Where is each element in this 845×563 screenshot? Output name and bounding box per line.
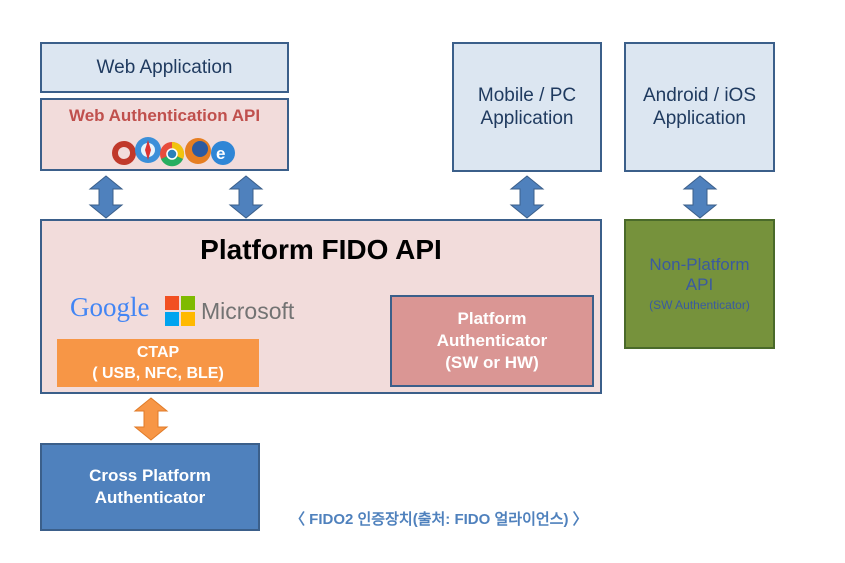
google-logo-text: Google bbox=[70, 292, 150, 322]
up-down-arrow-icon bbox=[682, 175, 718, 219]
up-down-arrow-icon bbox=[133, 397, 169, 441]
ctap-line2: ( USB, NFC, BLE) bbox=[92, 365, 224, 382]
web-application-label: Web Application bbox=[96, 57, 233, 78]
google-logo: Google bbox=[70, 292, 149, 323]
non-platform-line1: Non-Platform bbox=[649, 255, 750, 274]
ctap-line1: CTAP bbox=[136, 344, 180, 361]
mobile-pc-application-box: Mobile / PC Application bbox=[452, 42, 602, 172]
non-platform-line3: (SW Authenticator) bbox=[649, 298, 750, 312]
cross-platform-line1: Cross Platform bbox=[89, 466, 211, 485]
ctap-box: CTAP ( USB, NFC, BLE) bbox=[57, 339, 259, 387]
up-down-arrow-icon bbox=[509, 175, 545, 219]
android-ios-line1: Android / iOS bbox=[643, 85, 756, 106]
svg-text:e: e bbox=[216, 144, 225, 163]
platform-authenticator-line1: Platform bbox=[457, 309, 527, 328]
platform-authenticator-box: Platform Authenticator (SW or HW) bbox=[390, 295, 594, 387]
android-ios-line2: Application bbox=[653, 108, 746, 129]
platform-fido-api-title: Platform FIDO API bbox=[200, 234, 442, 265]
microsoft-logo: Microsoft bbox=[165, 296, 294, 326]
microsoft-logo-text: Microsoft bbox=[201, 297, 295, 324]
non-platform-api-box: Non-Platform API (SW Authenticator) bbox=[624, 219, 775, 349]
platform-authenticator-line3: (SW or HW) bbox=[445, 353, 539, 372]
non-platform-line2: API bbox=[685, 275, 714, 294]
android-ios-application-box: Android / iOS Application bbox=[624, 42, 775, 172]
web-application-box: Web Application bbox=[40, 42, 289, 93]
microsoft-grid-icon bbox=[165, 296, 195, 326]
figure-caption: 〈 FIDO2 인증장치(출처: FIDO 얼라이언스) 〉 bbox=[290, 511, 588, 528]
cross-platform-line2: Authenticator bbox=[94, 488, 206, 507]
web-authentication-api-label: Web Authentication API bbox=[68, 106, 261, 125]
up-down-arrow-icon bbox=[88, 175, 124, 219]
mobile-pc-line1: Mobile / PC bbox=[477, 85, 577, 106]
mobile-pc-line2: Application bbox=[480, 108, 574, 129]
up-down-arrow-icon bbox=[228, 175, 264, 219]
platform-authenticator-line2: Authenticator bbox=[436, 331, 548, 350]
cross-platform-authenticator-box: Cross Platform Authenticator bbox=[40, 443, 260, 531]
browser-logos-icon: e bbox=[112, 137, 235, 167]
